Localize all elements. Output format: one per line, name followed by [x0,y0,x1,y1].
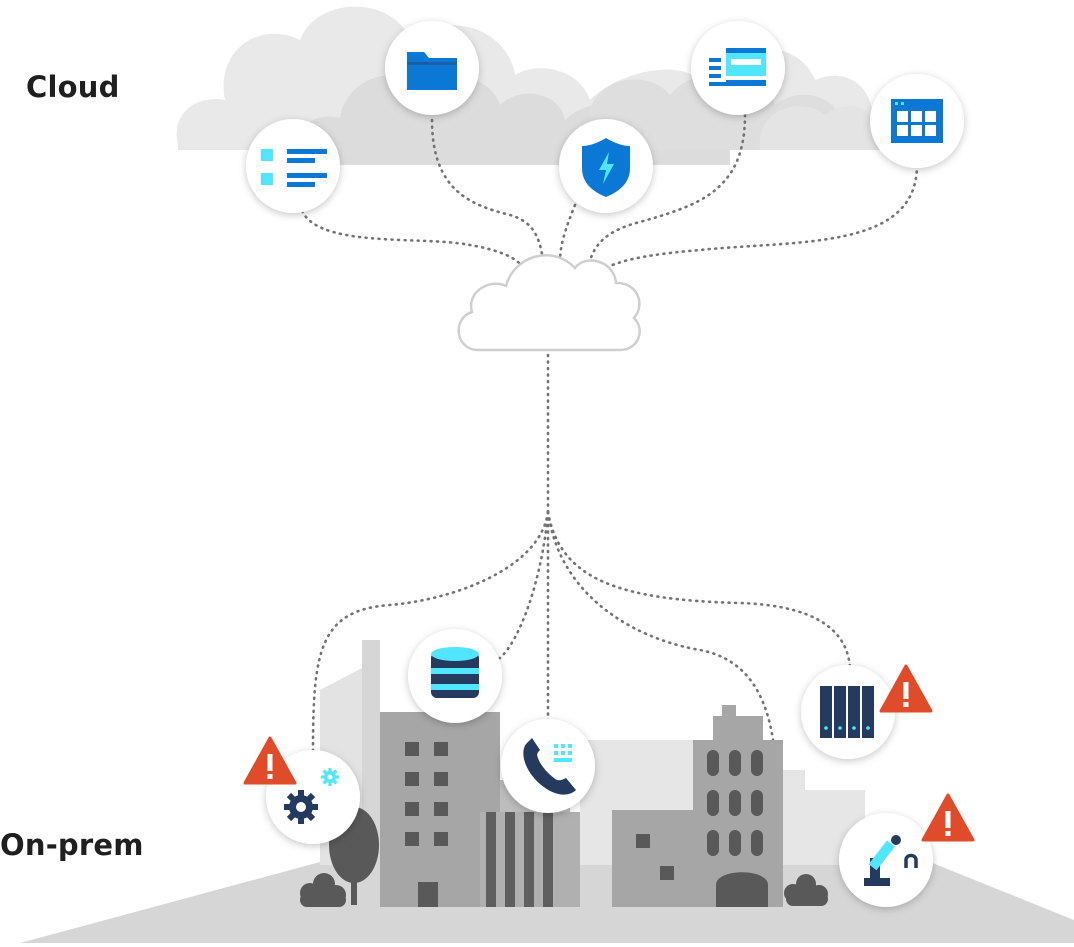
connector-web [586,113,747,270]
list-icon [261,149,327,187]
cloud-service-list [246,119,340,213]
database-icon [431,647,479,698]
cloud-label: Cloud [26,70,120,104]
city-buildings [300,640,865,907]
warning-icon [921,793,975,842]
cloud-service-grid [870,74,964,168]
server-rack-icon [820,686,874,738]
warning-icon [879,664,933,713]
onprem-robot-arm [839,813,933,907]
connector-database [498,510,550,660]
cloud-service-folder [385,21,479,115]
onprem-database [408,629,502,723]
gears-icon [284,768,339,824]
app-grid-icon [891,99,943,143]
shield-bolt-icon [582,138,630,197]
connector-security [558,203,577,264]
phone-icon [523,738,576,795]
warning-icon [243,736,297,785]
onprem-server-rack [801,665,895,759]
connector-folder [430,118,545,262]
on-prem-label: On-prem [0,828,144,862]
onprem-phone [501,719,595,813]
connector-grid [593,163,919,277]
central-cloud [457,253,641,352]
folder-icon [407,52,457,90]
connector-server [546,510,852,670]
cloud-service-security [559,119,653,213]
connector-gear [311,510,550,752]
web-app-icon [709,48,766,86]
cloud-service-web [691,21,785,115]
robot-arm-icon [864,835,918,886]
connector-list [298,203,527,272]
